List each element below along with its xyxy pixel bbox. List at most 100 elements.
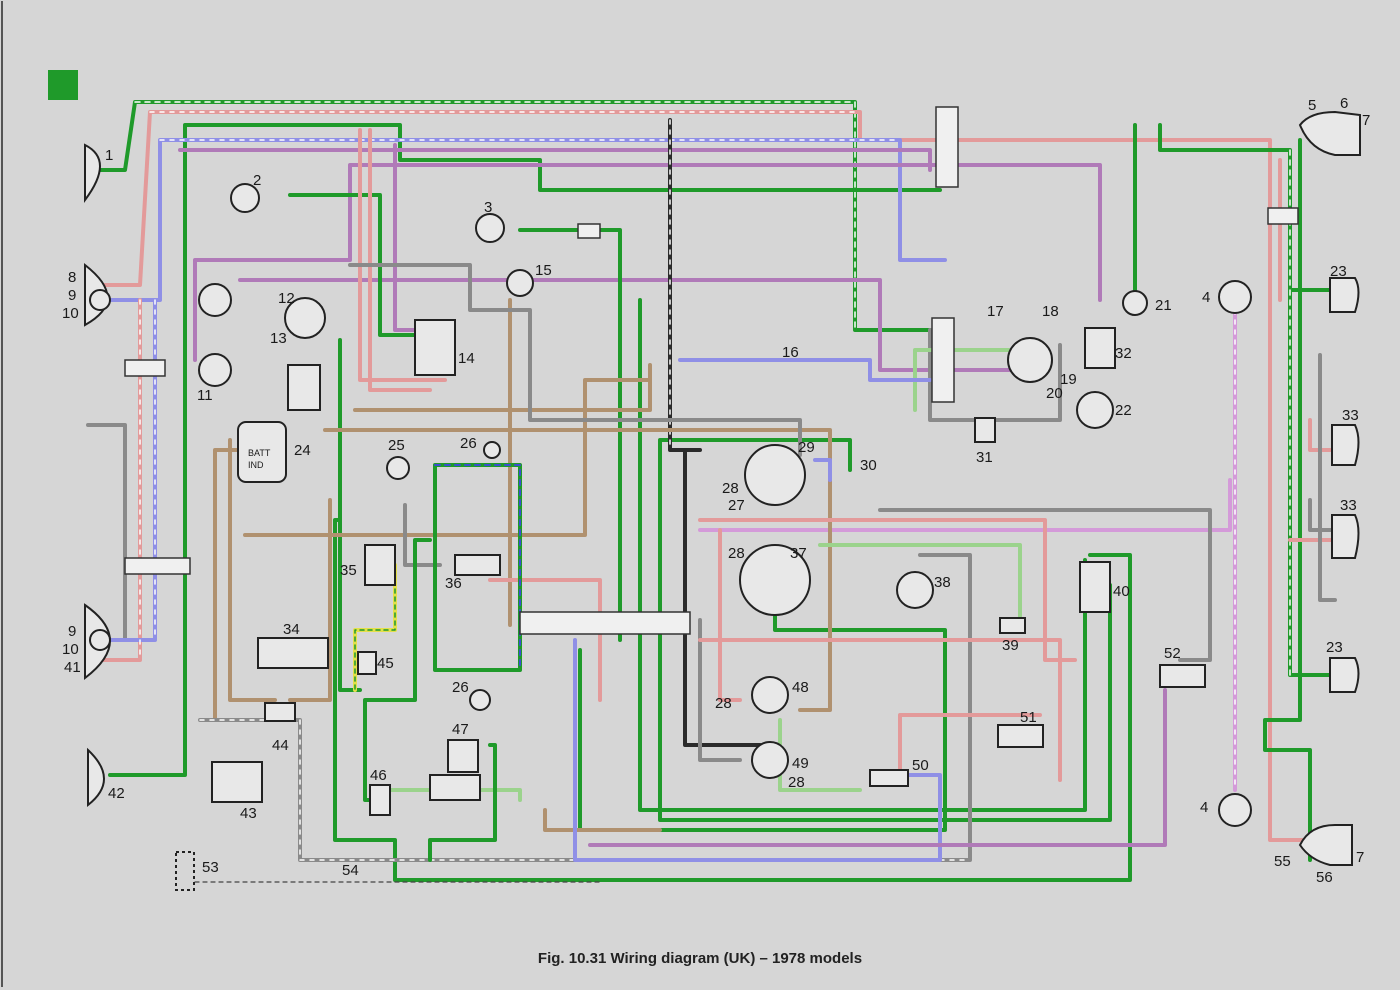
- battery-34: [257, 637, 329, 669]
- label-48: 48: [792, 679, 809, 696]
- label-25: 25: [388, 437, 405, 454]
- lamp-23-lower: [1329, 657, 1360, 693]
- wire-grey: [1308, 353, 1342, 602]
- label-35: 35: [340, 562, 357, 579]
- sender-25: [386, 456, 410, 480]
- lamp-22: [1076, 391, 1114, 429]
- label-38: 38: [934, 574, 951, 591]
- label-51: 51: [1020, 709, 1037, 726]
- multi-plug-central: [519, 611, 691, 635]
- lamp-55-56-7: [1298, 824, 1353, 866]
- switch-38: [896, 571, 934, 609]
- label-36: 36: [445, 575, 462, 592]
- label-33-upper: 33: [1342, 407, 1359, 424]
- label-23-upper: 23: [1330, 263, 1347, 280]
- label-54: 54: [342, 862, 359, 879]
- coil-13: [287, 364, 321, 411]
- label-40: 40: [1113, 583, 1130, 600]
- label-37: 37: [790, 545, 807, 562]
- wire-red: [98, 298, 142, 662]
- label-32: 32: [1115, 345, 1132, 362]
- solenoid-44: [264, 702, 296, 722]
- label-15: 15: [535, 262, 552, 279]
- instrument-29-30: [744, 444, 806, 506]
- wire-purple: [393, 143, 422, 332]
- switch-26b: [469, 689, 491, 711]
- label-2: 2: [253, 172, 261, 189]
- label-9-upper: 9: [68, 287, 76, 304]
- switch-17-20: [1007, 337, 1053, 383]
- label-22: 22: [1115, 402, 1132, 419]
- label-5: 5: [1308, 97, 1316, 114]
- label-17: 17: [987, 303, 1004, 320]
- switch-46: [369, 784, 391, 816]
- label-7-lower: 7: [1356, 849, 1364, 866]
- lamp-42: [87, 747, 105, 808]
- label-52: 52: [1164, 645, 1181, 662]
- label-44: 44: [272, 737, 289, 754]
- lamp-4-upper: [1218, 280, 1252, 314]
- switch-3: [475, 213, 505, 243]
- label-47: 47: [452, 721, 469, 738]
- connector-left-upper: [124, 359, 166, 377]
- label-29: 29: [798, 439, 815, 456]
- wire-grey: [198, 553, 972, 862]
- label-13: 13: [270, 330, 287, 347]
- label-28-c: 28: [715, 695, 732, 712]
- wire-green: [638, 298, 1087, 812]
- label-12: 12: [278, 290, 295, 307]
- label-18: 18: [1042, 303, 1059, 320]
- label-10-upper: 10: [62, 305, 79, 322]
- label-46: 46: [370, 767, 387, 784]
- wire-brown: [288, 363, 832, 712]
- wire-grey: [86, 423, 127, 642]
- label-53: 53: [202, 859, 219, 876]
- label-33-lower: 33: [1340, 497, 1357, 514]
- lamp-21: [1122, 290, 1148, 316]
- wire-grey: [698, 508, 1212, 762]
- wire-green: [518, 228, 622, 642]
- gauge-48: [751, 676, 789, 714]
- wire-red: [98, 110, 1312, 842]
- distributor-12: [284, 297, 326, 339]
- label-26-upper: 26: [460, 435, 477, 452]
- label-31: 31: [976, 449, 993, 466]
- label-batt: BATT: [248, 448, 271, 458]
- wire-lightgreen: [388, 348, 1042, 802]
- label-24: 24: [294, 442, 311, 459]
- connector-right: [1267, 207, 1299, 225]
- label-55: 55: [1274, 853, 1291, 870]
- switch-14: [414, 319, 456, 376]
- horn-relay-2: [230, 183, 260, 213]
- label-39: 39: [1002, 637, 1019, 654]
- label-19: 19: [1060, 371, 1077, 388]
- lamp-33-upper: [1331, 424, 1360, 466]
- alternator-24: [237, 421, 287, 483]
- unit-53: [175, 851, 195, 891]
- wire-purple: [588, 688, 1167, 847]
- label-26-lower: 26: [452, 679, 469, 696]
- wire-purple: [238, 278, 1022, 372]
- label-7-upper: 7: [1362, 112, 1370, 129]
- switch-32: [1084, 327, 1116, 369]
- switch-45: [357, 651, 377, 675]
- lamp-23-upper: [1329, 277, 1360, 313]
- component-labels: 1 2 3 4 4 5 6 7 7 8 9 9 10 10 11 12 13 1…: [62, 95, 1370, 886]
- wire-blue: [573, 458, 942, 862]
- label-23-lower: 23: [1326, 639, 1343, 656]
- wire-red-dashed: [139, 299, 156, 661]
- wire-blue: [678, 358, 932, 382]
- label-3: 3: [484, 199, 492, 216]
- label-56: 56: [1316, 869, 1333, 886]
- connector-left-lower: [124, 557, 191, 575]
- label-30: 30: [860, 457, 877, 474]
- label-49: 49: [792, 755, 809, 772]
- label-20: 20: [1046, 385, 1063, 402]
- switch-31: [974, 417, 996, 443]
- label-8: 8: [68, 269, 76, 286]
- wire-green-dashed: [354, 564, 396, 691]
- instrument-37: [739, 544, 811, 616]
- wire-blue: [108, 298, 157, 642]
- starter-43: [211, 761, 263, 803]
- horn-11b: [198, 353, 232, 387]
